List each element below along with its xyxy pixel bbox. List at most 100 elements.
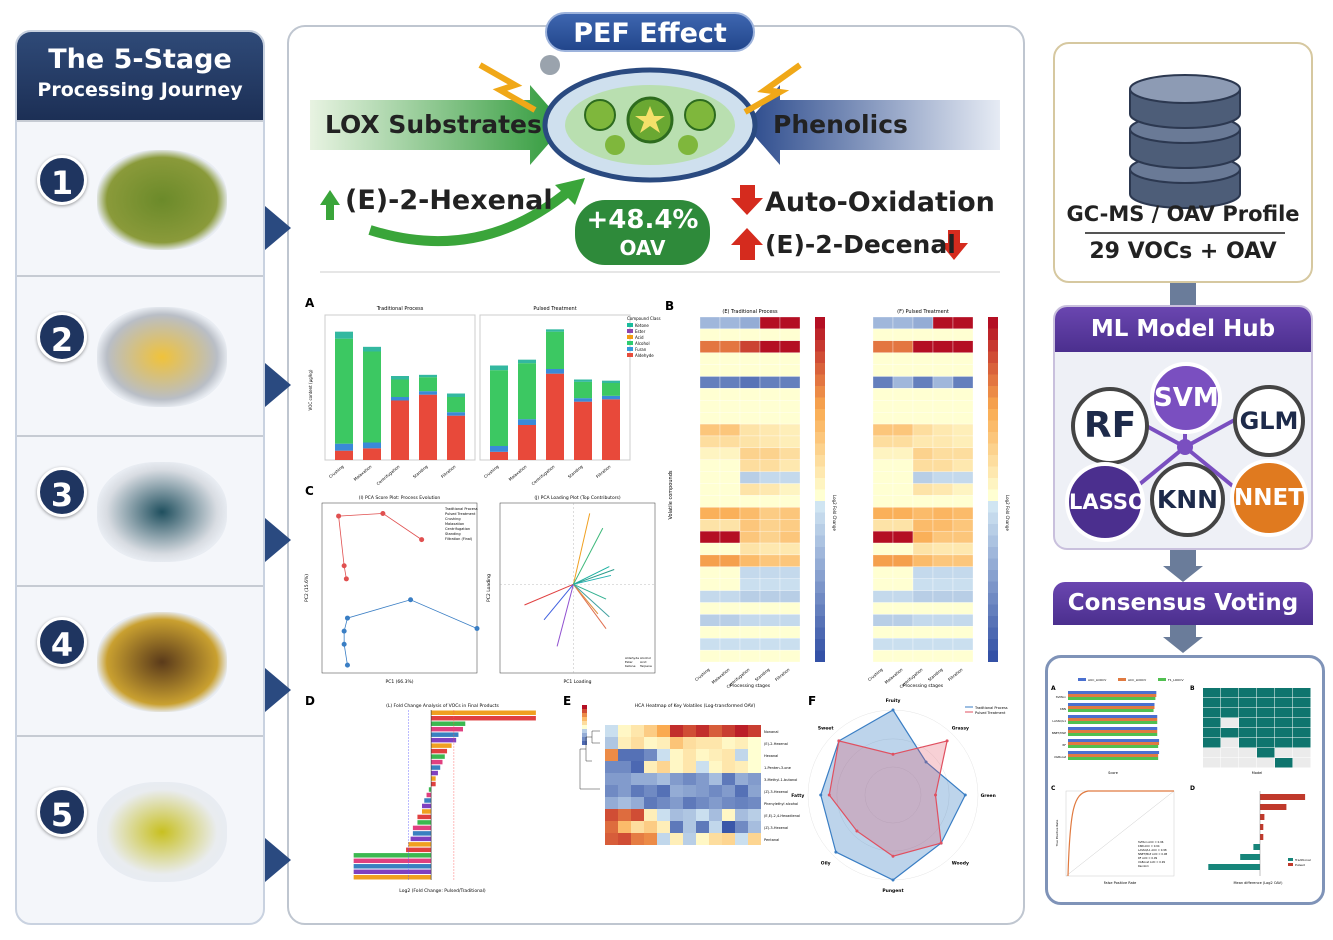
down-arrow-icon [731,185,763,215]
panel-label: F [808,694,816,708]
fold-change-bar [412,831,432,836]
legend-swatch [627,329,633,333]
axis-label: Fatty [791,793,804,799]
heatmap-cell [759,602,781,615]
data-point [408,597,414,603]
heatmap-cell [719,471,741,484]
heatmap-cell [1221,698,1239,708]
heatmap-cell [892,602,914,615]
heatmap-cell [952,459,974,472]
fold-change-bar [431,759,443,765]
heatmap-cell [872,519,894,532]
heatmap-cell [739,483,761,496]
heatmap-cell [719,566,741,579]
x-axis-label: Score [1108,771,1118,775]
heatmap-cell [1293,718,1311,728]
bar-segment [546,369,564,374]
legend-label: Filtration (Final) [445,537,473,541]
data-point [891,752,895,756]
heatmap-cell [779,519,801,532]
lightning-icon [743,62,802,115]
heatmap-cell [735,773,748,785]
model-knn: KNN [1150,462,1225,537]
heatmap-cell [872,328,894,341]
heatmap-cell [892,530,914,544]
tick-label: Filtration [947,667,964,682]
heatmap-cell [759,376,781,389]
hexenal-label: (E)-2-Hexenal [345,185,553,216]
heatmap-cell [932,495,954,508]
heatmap-cell [1257,688,1275,698]
heatmap-cell [759,626,781,639]
heatmap-cell [699,626,721,639]
colorbar-segment [815,639,825,651]
heatmap-cell [722,725,735,737]
colorbar-segment [815,581,825,593]
heatmap-cell [657,785,670,797]
heatmap-cell [952,471,974,484]
legend-swatch [627,353,633,357]
model-nnet: NNET [1230,459,1308,537]
heatmap-cell [670,785,683,797]
loading-vector [556,584,574,647]
score-bar [1068,721,1158,724]
score-bar [1068,754,1159,757]
heatmap-cell [719,578,741,591]
heatmap-cell [709,785,722,797]
heatmap-cell [699,578,721,591]
heatmap-cell [872,614,894,627]
heatmap-cell [739,649,761,663]
legend-label: Ester [635,329,646,334]
heatmap-cell [912,352,934,365]
heatmap-cell [739,566,761,579]
heatmap-cell [683,761,696,773]
legend-label: Traditional [1294,858,1311,862]
legend-label: Ketone [635,323,649,328]
heatmap-cell [779,316,801,330]
colorbar-segment [815,455,825,467]
heatmap-cell [618,785,631,797]
x-axis-label: Log2 (Fold Change: Pulsed/Traditional) [399,888,486,894]
heatmap-cell [1275,698,1293,708]
heatmap-cell [699,495,721,508]
fold-change-bar [408,842,432,847]
heatmap-cell [605,725,618,737]
heatmap-cell [912,566,934,579]
heatmap-cell [1257,748,1275,758]
heatmap-cell [699,519,721,532]
fold-change-bar [431,715,536,721]
heatmap-cell [699,483,721,496]
heatmap-cell [644,785,657,797]
axis-label: Fruity [886,698,901,704]
legend-swatch [1118,678,1126,681]
data-point [474,626,480,632]
up-arrow-icon [731,228,763,260]
heatmap-cell [735,737,748,749]
heatmap-cell [779,566,801,579]
heatmap-cell [932,364,954,377]
heatmap-cell [932,590,954,603]
heatmap-cell [932,340,954,353]
heatmap-cell [739,435,761,449]
heatmap-cell [696,797,709,809]
row-label: (E)-2-Hexenal [764,742,788,746]
colorbar-segment [815,374,825,386]
axis-label: Woody [952,860,969,866]
bar-segment [419,377,437,392]
heatmap-cell [779,423,801,437]
heatmap-cell [719,352,741,365]
heatmap-cell [952,388,974,401]
heatmap-cell [631,749,644,761]
bar-segment [391,376,409,380]
heatmap-cell [952,412,974,425]
ml-hub-title: ML Model Hub [1055,307,1311,352]
y-axis-label: Volatile compounds [668,470,674,519]
heatmap-cell [759,638,781,651]
heatmap-cell [872,554,894,567]
heatmap-cell [912,626,934,639]
colorbar-segment [988,363,998,375]
chart-title: (J) PCA Loading Plot (Top Contributors) [534,495,621,501]
heatmap-cell [699,388,721,401]
flow-connector [1170,283,1196,305]
fold-change-bar [422,803,432,809]
